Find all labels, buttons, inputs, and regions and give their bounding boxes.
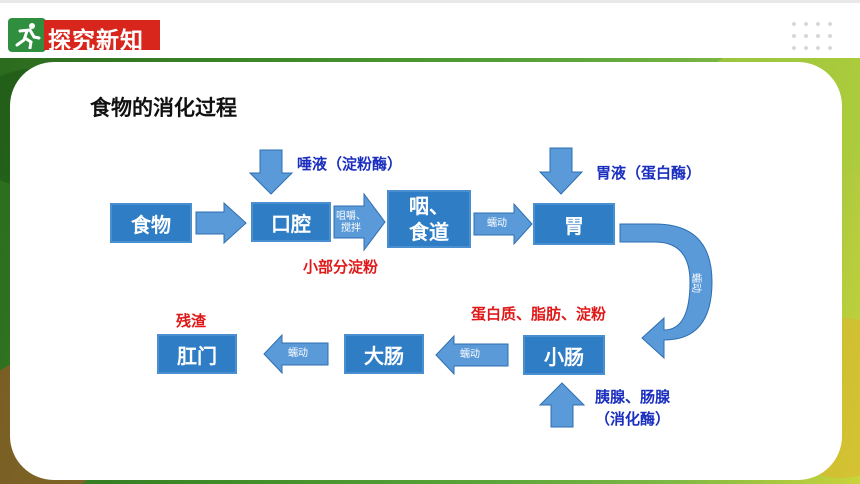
gastric-label: 胃液（蛋白酶） (596, 164, 702, 182)
runner-logo-icon (8, 18, 46, 52)
peristalsis-label-large: 蠕动 (288, 348, 308, 359)
chewing-arrow (333, 192, 386, 252)
node-food: 食物 (110, 203, 192, 243)
pancreatic-label: 胰腺、肠腺 （消化酶） (595, 388, 671, 428)
peristalsis-label-stomach: 蠕动 (690, 273, 701, 293)
stomach-to-small-intestine-arrow (619, 223, 713, 360)
residue-label: 残渣 (176, 312, 207, 330)
chewing-label: 咀嚼、 搅拌 (336, 211, 366, 234)
peristalsis-label-small: 蠕动 (460, 349, 480, 360)
saliva-input-arrow (248, 149, 294, 195)
peristalsis-label-esophagus: 蠕动 (487, 218, 507, 229)
page-title: 食物的消化过程 (90, 96, 237, 120)
node-mouth: 口腔 (251, 202, 331, 242)
starch-part-label: 小部分淀粉 (303, 258, 379, 276)
gastric-input-arrow (538, 147, 584, 195)
node-large-intestine: 大肠 (344, 334, 424, 374)
large-intestine-to-anus-arrow (263, 333, 329, 375)
nutrients-label: 蛋白质、脂肪、淀粉 (471, 305, 607, 323)
decorative-dots-icon (790, 20, 840, 54)
esophagus-to-stomach-arrow (473, 202, 533, 246)
node-esophagus: 咽、 食道 (387, 190, 471, 248)
section-title: 探究新知 (48, 28, 144, 54)
small-to-large-intestine-arrow (435, 334, 509, 376)
saliva-label: 唾液（淀粉酶） (297, 155, 403, 173)
node-anus: 肛门 (157, 334, 237, 374)
node-small-intestine: 小肠 (523, 335, 605, 375)
food-to-mouth-arrow (195, 201, 247, 245)
title-banner (44, 20, 160, 50)
pancreatic-input-arrow (538, 382, 586, 428)
node-stomach: 胃 (533, 203, 615, 245)
header-bar: 探究新知 (0, 0, 860, 58)
